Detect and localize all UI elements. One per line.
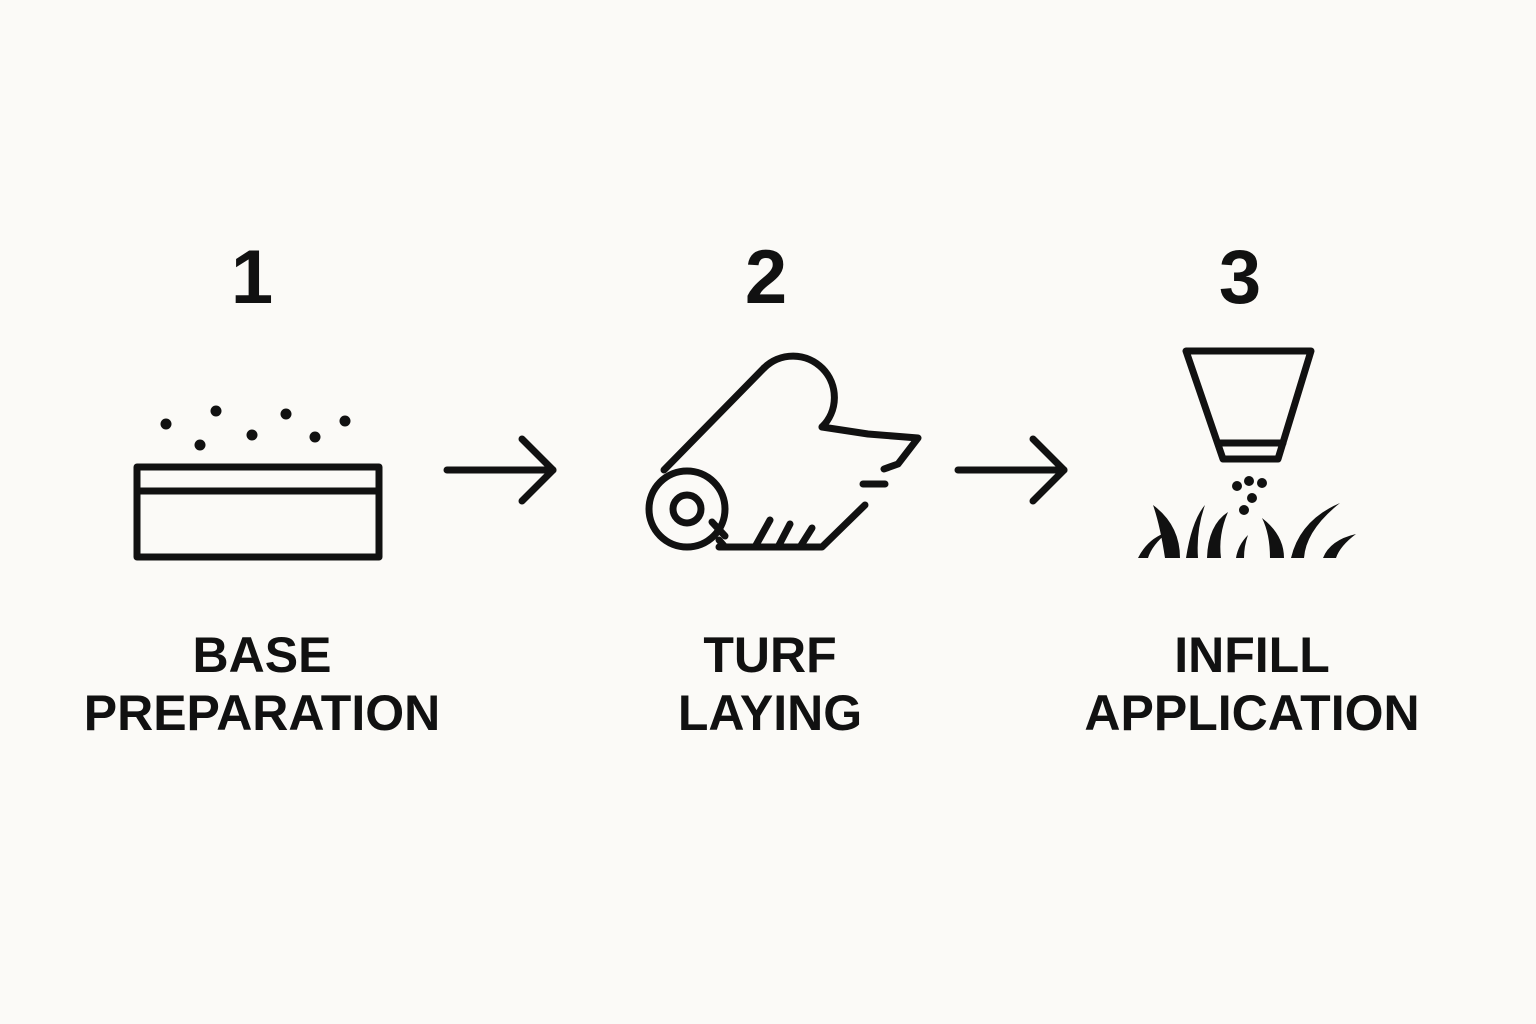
- step-1-number: 1: [230, 235, 274, 320]
- step-3-number: 3: [1218, 235, 1262, 320]
- step-3-label: INFILL APPLICATION: [1042, 626, 1462, 742]
- step-3-label-line1: INFILL: [1174, 627, 1330, 683]
- step-2-label: TURF LAYING: [560, 626, 980, 742]
- step-2-label-line1: TURF: [703, 627, 837, 683]
- step-1-label-line2: PREPARATION: [83, 685, 441, 741]
- step-1-label: BASE PREPARATION: [52, 626, 472, 742]
- step-2-label-line2: LAYING: [677, 685, 863, 741]
- step-2-number: 2: [744, 235, 788, 320]
- step-3-label-line2: APPLICATION: [1084, 685, 1420, 741]
- step-1-label-line1: BASE: [192, 627, 332, 683]
